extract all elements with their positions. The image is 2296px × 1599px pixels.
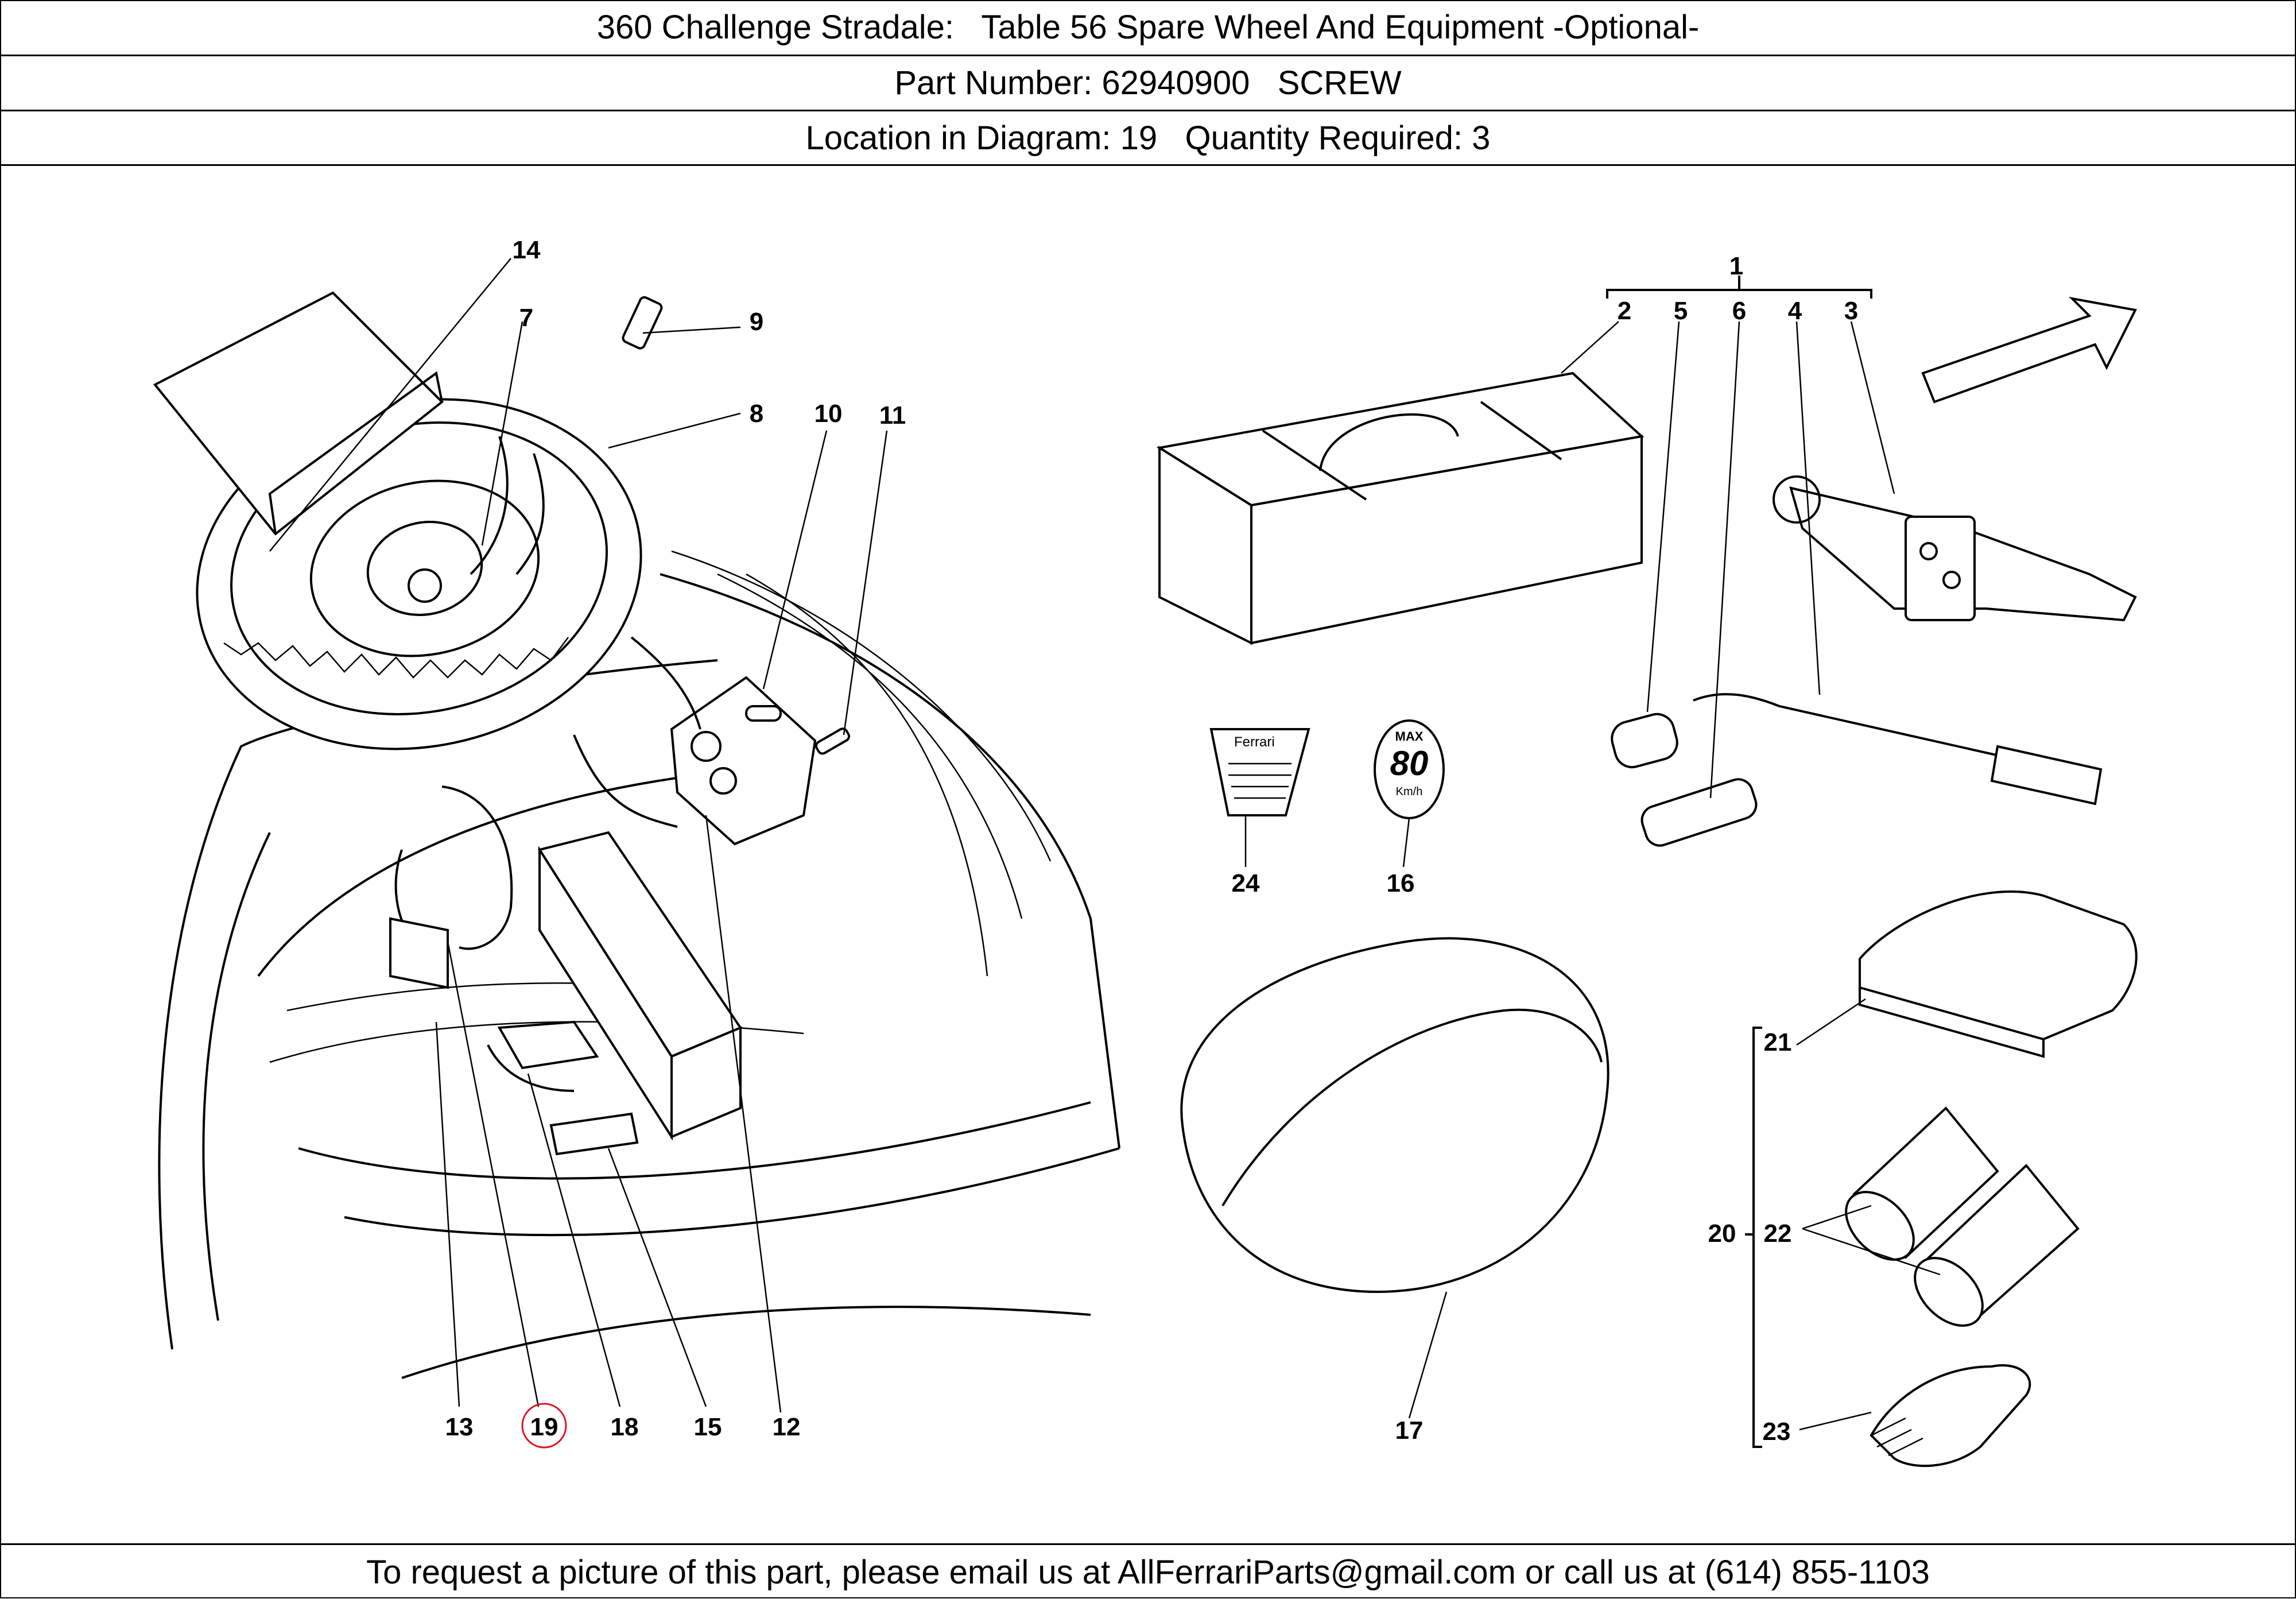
parts-diagram: Ferrari MAX 80 Km/h: [153, 236, 2138, 1468]
bracket-15-18: [487, 1020, 639, 1156]
callout-4[interactable]: 4: [1788, 297, 1802, 325]
callout-6[interactable]: 6: [1732, 297, 1746, 325]
tool-case-in-trunk: [537, 831, 743, 1141]
callout-23[interactable]: 23: [1763, 1418, 1791, 1446]
cloth-21: [1859, 890, 2138, 1058]
callout-5[interactable]: 5: [1674, 297, 1688, 325]
wheel-wrench-4: [1693, 693, 2103, 806]
highlight-ring-19: [521, 1403, 567, 1449]
callout-7[interactable]: 7: [519, 304, 533, 332]
speed-value-label: 80: [1390, 744, 1429, 783]
direction-arrow: [1921, 296, 2137, 404]
group-bracket-1: [1606, 276, 1872, 299]
adapter-6: [1640, 778, 1758, 847]
group-bracket-20: [1745, 1027, 1762, 1448]
callout-17[interactable]: 17: [1395, 1416, 1424, 1445]
cloth-rolls-22: [1845, 1106, 2080, 1327]
tool-bag-2: [1156, 371, 1645, 645]
callout-15[interactable]: 15: [694, 1413, 722, 1441]
decal-24: Ferrari: [1209, 728, 1310, 816]
callout-16[interactable]: 16: [1387, 869, 1415, 897]
callout-20[interactable]: 20: [1708, 1219, 1736, 1248]
wheel-cover-17: [1180, 937, 1609, 1294]
callout-14[interactable]: 14: [513, 236, 541, 264]
leader-lines-right: [1244, 321, 1941, 1431]
part-number-line: Part Number: 62940900 SCREW: [1, 56, 2295, 111]
strap-12: [573, 636, 701, 828]
callout-11[interactable]: 11: [879, 401, 906, 429]
tool-holder-14: [153, 291, 444, 536]
socket-5: [1611, 713, 1678, 769]
callout-1[interactable]: 1: [1729, 252, 1743, 280]
strap-7: [470, 436, 545, 575]
contact-footer: To request a picture of this part, pleas…: [1, 1543, 2295, 1599]
bolt-11: [815, 727, 851, 755]
strap-13-assembly: [389, 785, 513, 989]
speed-label-16: MAX 80 Km/h: [1374, 719, 1445, 819]
jack-3: [1773, 475, 2137, 622]
callout-12[interactable]: 12: [773, 1413, 801, 1441]
callout-24[interactable]: 24: [1232, 869, 1260, 897]
speed-unit-label: Km/h: [1396, 785, 1423, 798]
decal-brand-label: Ferrari: [1234, 734, 1275, 750]
callout-18[interactable]: 18: [611, 1413, 639, 1441]
callout-22[interactable]: 22: [1764, 1219, 1792, 1248]
callout-13[interactable]: 13: [445, 1413, 474, 1441]
callout-21[interactable]: 21: [1764, 1028, 1792, 1056]
page-title: 360 Challenge Stradale: Table 56 Spare W…: [1, 0, 2295, 56]
callout-3[interactable]: 3: [1844, 297, 1858, 325]
callout-10[interactable]: 10: [815, 400, 843, 428]
leader-lines-left: [269, 258, 888, 1413]
location-line: Location in Diagram: 19 Quantity Require…: [1, 111, 2295, 166]
callout-8[interactable]: 8: [750, 400, 763, 428]
glove-23: [1870, 1364, 2031, 1468]
valve-screw-9: [622, 296, 663, 350]
bracket-10: [670, 676, 817, 846]
callout-2[interactable]: 2: [1618, 297, 1631, 325]
callout-9[interactable]: 9: [750, 308, 763, 336]
callout-19[interactable]: 19: [530, 1413, 559, 1441]
speed-max-label: MAX: [1395, 729, 1424, 744]
